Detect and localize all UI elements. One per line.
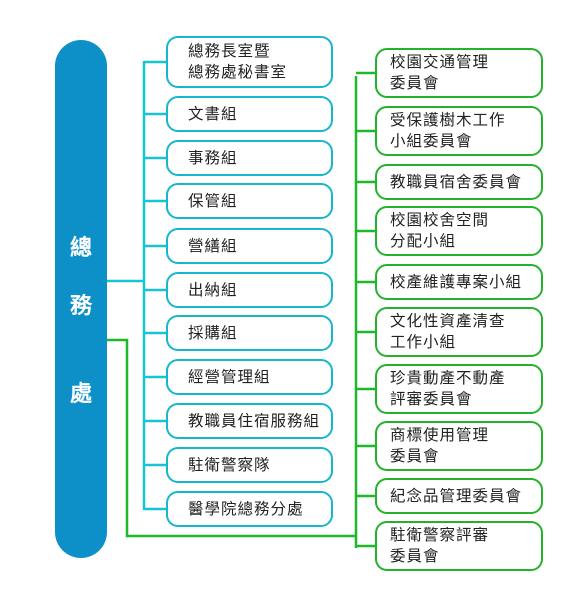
committee-label-7-line-2: 評審委員會: [390, 390, 473, 408]
unit-label-8: 經營管理組: [188, 367, 271, 386]
committee-label-9: 紀念品管理委員會: [390, 486, 523, 505]
committee-label-6-line-2: 工作小組: [390, 333, 457, 351]
unit-box-7: 採購組: [166, 315, 333, 351]
unit-label-2: 文書組: [188, 104, 238, 123]
unit-box-4: 保管組: [166, 183, 333, 219]
committee-box-3: 教職員宿舍委員會: [375, 164, 543, 200]
committee-box-7: 珍貴動產不動產 評審委員會: [375, 364, 543, 414]
root-char-1: 總: [69, 236, 92, 261]
unit-box-8: 經營管理組: [166, 359, 333, 395]
committee-label-7-line-1: 珍貴動產不動產: [390, 369, 506, 387]
unit-label-11: 醫學院總務分處: [188, 499, 304, 518]
root-general-affairs-office: 總 務 處: [55, 40, 107, 558]
committee-box-10: 駐衛警察評審 委員會: [375, 521, 543, 571]
committee-label-10-line-2: 委員會: [390, 547, 440, 565]
committee-label-4-line-2: 分配小組: [390, 232, 457, 250]
unit-label-4: 保管組: [188, 191, 238, 210]
committee-label-2-line-1: 受保護樹木工作: [390, 111, 506, 129]
committee-label-1-line-2: 委員會: [390, 74, 440, 92]
committee-label-4-line-1: 校園校舍空間: [390, 211, 490, 229]
unit-box-1: 總務長室暨 總務處秘書室: [166, 36, 333, 88]
committee-box-5: 校產維護專案小組: [375, 264, 543, 300]
unit-box-10: 駐衛警察隊: [166, 447, 333, 483]
unit-box-5: 營繕組: [166, 228, 333, 264]
unit-box-9: 教職員住宿服務組: [166, 403, 333, 439]
committee-label-8-line-1: 商標使用管理: [390, 426, 490, 444]
committee-label-10-line-1: 駐衛警察評審: [390, 526, 490, 544]
unit-label-5: 營繕組: [188, 236, 238, 255]
committee-label-6-line-1: 文化性資產清查: [390, 312, 506, 330]
unit-label-3: 事務組: [188, 148, 238, 167]
committee-label-8-line-2: 委員會: [390, 447, 440, 465]
unit-box-2: 文書組: [166, 96, 333, 132]
root-char-3: 處: [69, 382, 92, 407]
unit-box-3: 事務組: [166, 140, 333, 176]
root-char-2: 務: [69, 294, 92, 319]
committee-box-4: 校園校舍空間 分配小組: [375, 206, 543, 256]
unit-label-1-line-1: 總務長室暨: [188, 42, 271, 60]
unit-label-10: 駐衛警察隊: [188, 455, 271, 474]
unit-label-1-line-2: 總務處秘書室: [188, 63, 288, 81]
committee-label-3: 教職員宿舍委員會: [390, 172, 523, 191]
committee-box-8: 商標使用管理 委員會: [375, 421, 543, 471]
committee-box-2: 受保護樹木工作 小組委員會: [375, 106, 543, 156]
committees-connector-stem: [107, 338, 356, 538]
committee-box-9: 紀念品管理委員會: [375, 478, 543, 514]
committee-label-2-line-2: 小組委員會: [390, 132, 473, 150]
committee-label-5: 校產維護專案小組: [390, 272, 523, 291]
unit-box-11: 醫學院總務分處: [166, 491, 333, 527]
unit-box-6: 出納組: [166, 272, 333, 308]
committee-label-1-line-1: 校園交通管理: [390, 53, 490, 71]
unit-label-9: 教職員住宿服務組: [188, 411, 321, 430]
committee-box-1: 校園交通管理 委員會: [375, 48, 543, 98]
unit-label-7: 採購組: [188, 323, 238, 342]
unit-label-6: 出納組: [188, 280, 238, 299]
committee-box-6: 文化性資產清查 工作小組: [375, 307, 543, 357]
